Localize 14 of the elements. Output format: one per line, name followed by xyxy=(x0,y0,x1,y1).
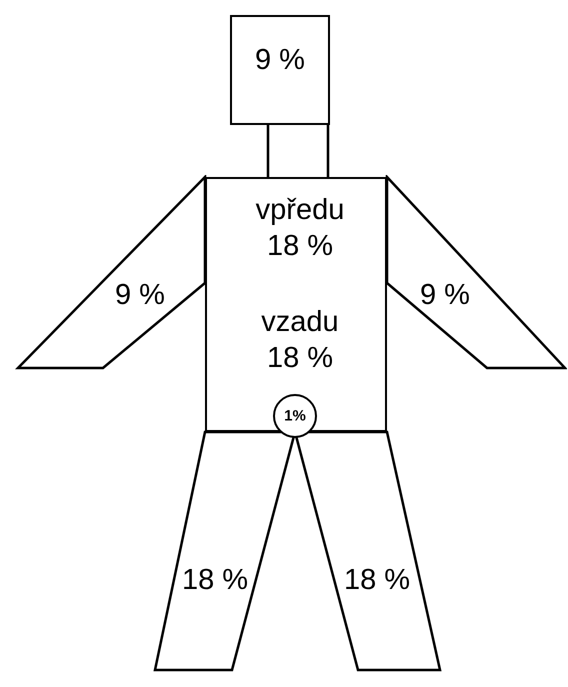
right-arm-shape xyxy=(385,175,567,371)
right-leg-shape xyxy=(293,430,443,672)
head-box xyxy=(230,15,330,125)
percent-label: 1% xyxy=(284,408,306,424)
percent-label: 18 % xyxy=(342,563,412,598)
torso-box xyxy=(205,177,387,432)
left-arm-shape xyxy=(15,175,207,371)
percent-label: 9 % xyxy=(419,278,471,313)
percent-label: 9 % xyxy=(254,43,306,78)
percent-label: 9 % xyxy=(114,278,166,313)
percent-label: vpředu 18 % xyxy=(254,193,346,264)
left-leg-shape xyxy=(153,430,297,672)
percent-label: vzadu 18 % xyxy=(260,305,340,376)
percent-label: 18 % xyxy=(180,563,250,598)
